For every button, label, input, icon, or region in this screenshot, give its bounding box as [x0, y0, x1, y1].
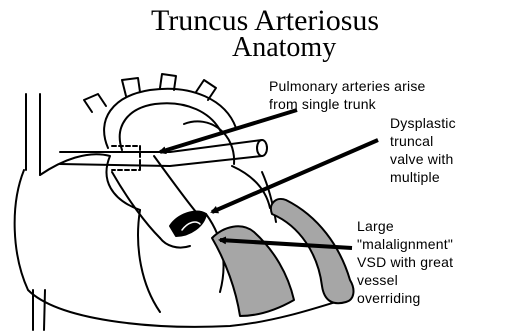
shaded-ventricular-wall — [212, 199, 353, 316]
arrow-pulmonary-arteries — [160, 110, 297, 152]
label-line: "malalignment" — [357, 235, 453, 253]
vena-cava — [26, 94, 45, 330]
aortic-arch — [84, 74, 236, 150]
diagram-subtitle: Anatomy — [232, 34, 336, 62]
label-line: from single trunk — [269, 95, 426, 113]
left-atrial-outline — [40, 154, 140, 210]
label-line: truncal — [390, 132, 456, 150]
label-line: vessel — [357, 271, 453, 289]
label-line: multiple — [390, 168, 456, 186]
label-line: Pulmonary arteries arise — [269, 77, 426, 95]
label-line: Large — [357, 217, 453, 235]
truncal-valve-leaflets — [160, 212, 206, 248]
label-line: VSD with great — [357, 253, 453, 271]
truncus-arteriosus-trunk — [112, 121, 234, 238]
label-line: Dysplastic — [390, 114, 456, 132]
label-line: valve with — [390, 150, 456, 168]
label-vsd: Large "malalignment" VSD with great vess… — [357, 217, 453, 307]
label-pulmonary-arteries: Pulmonary arteries arise from single tru… — [269, 77, 426, 113]
label-truncal-valve: Dysplastic truncal valve with multiple — [390, 114, 456, 186]
label-line: overriding — [357, 289, 453, 307]
arrow-truncal-valve — [212, 140, 378, 212]
